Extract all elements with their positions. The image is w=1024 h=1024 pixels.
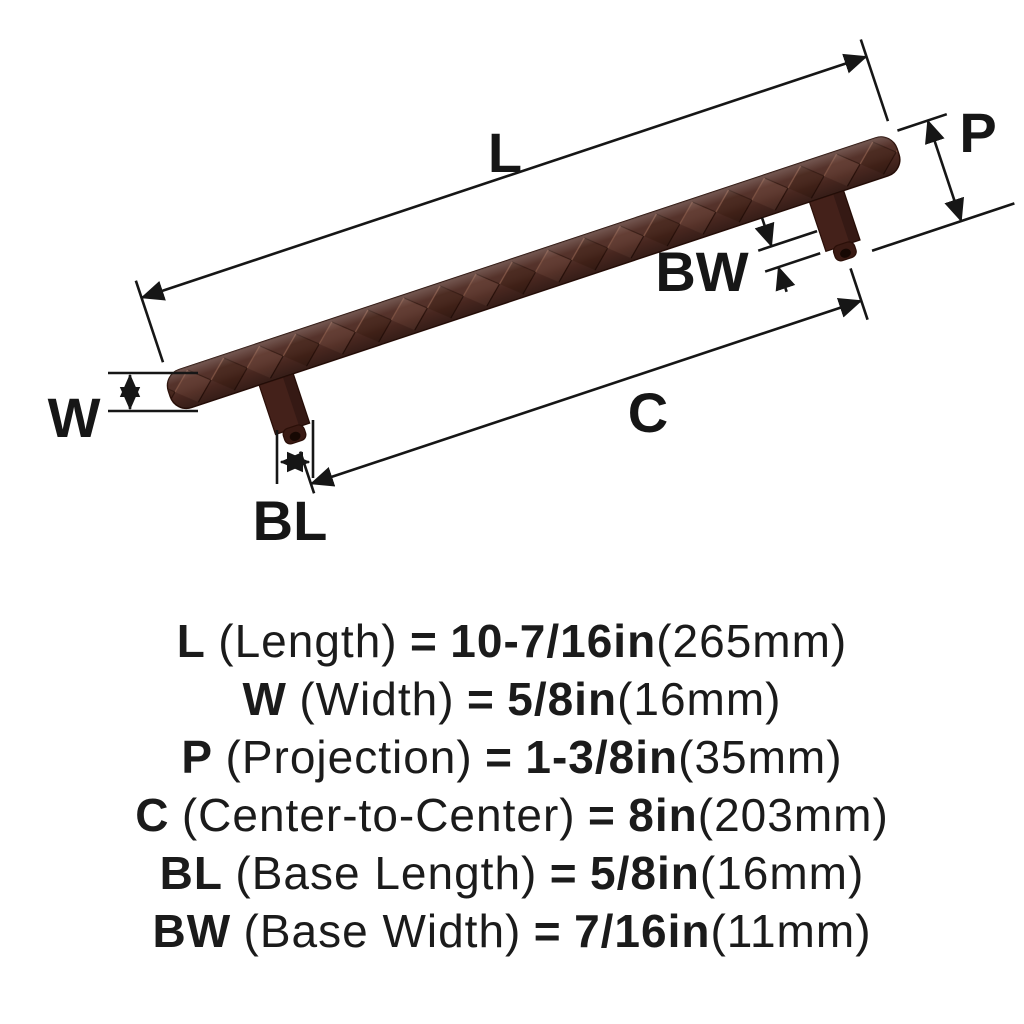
dim-label-projection: P bbox=[959, 101, 996, 164]
spec-key: L bbox=[176, 615, 206, 667]
spec-equals: = bbox=[410, 615, 438, 667]
spec-name: (Length) bbox=[218, 615, 398, 667]
spec-equals: = bbox=[588, 789, 616, 841]
spec-line-base-length: BL (Base Length) = 5/8in (16mm) bbox=[160, 844, 865, 902]
spec-name: (Projection) bbox=[225, 731, 473, 783]
spec-metric: (16mm) bbox=[617, 673, 782, 725]
spec-equals: = bbox=[533, 905, 562, 957]
spec-line-projection: P (Projection) = 1-3/8in (35mm) bbox=[181, 728, 842, 786]
dimension-diagram: L P BW W C BL bbox=[48, 39, 1015, 552]
spec-value: 10-7/16in bbox=[450, 615, 657, 667]
dim-label-width: W bbox=[48, 386, 101, 449]
spec-value: 1-3/8in bbox=[525, 731, 679, 783]
spec-line-center-to-center: C (Center-to-Center) = 8in (203mm) bbox=[135, 786, 889, 844]
spec-list: L (Length) = 10-7/16in (265mm) W (Width)… bbox=[0, 612, 1024, 960]
spec-equals: = bbox=[466, 673, 495, 725]
spec-key: BL bbox=[159, 847, 223, 899]
diagram-area: L P BW W C BL bbox=[48, 39, 1015, 552]
dim-base-length bbox=[275, 420, 315, 484]
handle-bar bbox=[166, 136, 901, 410]
spec-name: (Base Length) bbox=[235, 847, 538, 899]
dim-width bbox=[108, 371, 198, 413]
spec-equals: = bbox=[549, 847, 578, 899]
spec-line-length: L (Length) = 10-7/16in (265mm) bbox=[177, 612, 847, 670]
spec-key: BW bbox=[152, 905, 232, 957]
dim-base-width bbox=[754, 217, 821, 293]
spec-line-base-width: BW (Base Width) = 7/16in (11mm) bbox=[152, 902, 871, 960]
spec-metric: (35mm) bbox=[678, 731, 843, 783]
spec-name: (Width) bbox=[299, 673, 455, 725]
spec-value: 5/8in bbox=[590, 847, 700, 899]
spec-value: 7/16in bbox=[574, 905, 711, 957]
spec-key: C bbox=[135, 789, 170, 841]
dim-length bbox=[134, 39, 890, 363]
spec-name: (Base Width) bbox=[243, 905, 522, 957]
spec-metric: (11mm) bbox=[710, 905, 872, 957]
spec-key: W bbox=[242, 673, 287, 725]
spec-metric: (203mm) bbox=[697, 789, 889, 841]
spec-key: P bbox=[181, 731, 214, 783]
spec-value: 8in bbox=[628, 789, 698, 841]
spec-name: (Center-to-Center) bbox=[181, 789, 576, 841]
spec-metric: (16mm) bbox=[699, 847, 865, 899]
dim-label-length: L bbox=[488, 121, 522, 184]
spec-line-width: W (Width) = 5/8in (16mm) bbox=[242, 670, 781, 728]
dim-projection bbox=[871, 112, 1015, 252]
dim-label-base-width: BW bbox=[655, 240, 748, 303]
dim-label-base-length: BL bbox=[253, 489, 328, 552]
left-post-screw-hole bbox=[289, 431, 301, 441]
spec-value: 5/8in bbox=[507, 673, 618, 725]
spec-equals: = bbox=[485, 731, 513, 783]
spec-metric: (265mm) bbox=[656, 615, 848, 667]
dim-label-center: C bbox=[628, 381, 668, 444]
